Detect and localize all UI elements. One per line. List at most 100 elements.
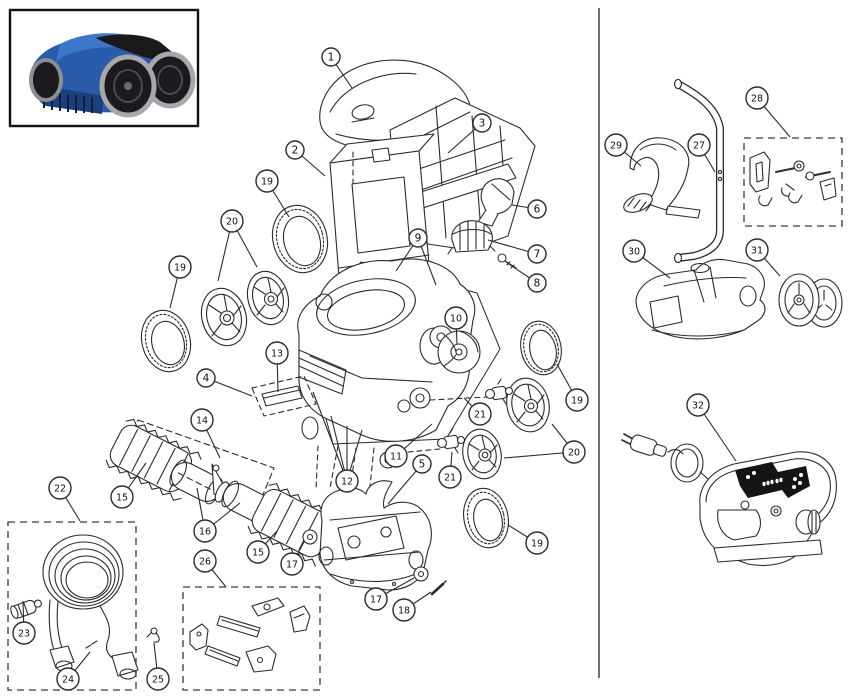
caddy-base-part xyxy=(635,258,766,340)
svg-text:14: 14 xyxy=(196,416,208,427)
svg-text:5: 5 xyxy=(419,459,426,471)
callout-15: 15 xyxy=(246,530,278,564)
cable-kit-box xyxy=(7,521,137,691)
impeller-part xyxy=(429,325,481,374)
svg-text:20: 20 xyxy=(568,448,580,459)
svg-text:19: 19 xyxy=(261,177,273,188)
callout-14: 14 xyxy=(190,408,221,459)
product-photo xyxy=(8,8,200,128)
power-supply-part xyxy=(621,433,837,567)
callout-16: 16 xyxy=(193,487,241,543)
callout-29: 29 xyxy=(604,133,642,167)
callout-4: 4 xyxy=(196,368,253,397)
scrubber-strip-part xyxy=(251,375,317,417)
mesh-screen-part xyxy=(447,220,496,255)
screw-part-8 xyxy=(497,253,517,269)
svg-text:28: 28 xyxy=(751,94,763,105)
main-body-part xyxy=(297,258,476,469)
svg-text:11: 11 xyxy=(390,452,402,463)
svg-text:20: 20 xyxy=(226,217,238,228)
washer-part-17-right xyxy=(413,566,429,582)
hardware-kit-box xyxy=(743,137,843,227)
svg-text:17: 17 xyxy=(286,560,298,571)
caddy-wheels-part xyxy=(778,273,843,328)
filter-canister-part xyxy=(329,133,435,278)
svg-text:23: 23 xyxy=(18,629,30,640)
wheel-left-a xyxy=(200,287,248,347)
callout-32: 32 xyxy=(686,393,737,462)
svg-text:9: 9 xyxy=(415,233,422,245)
svg-text:6: 6 xyxy=(534,204,541,216)
hardware-kit-parts xyxy=(749,151,837,207)
callout-31: 31 xyxy=(745,238,781,277)
svg-text:4: 4 xyxy=(203,373,210,385)
callout-28: 28 xyxy=(745,86,791,138)
wheel-left-b xyxy=(246,270,290,326)
pin-part-18 xyxy=(430,580,447,596)
callout-3: 3 xyxy=(447,113,492,154)
callout-15: 15 xyxy=(110,462,147,509)
callout-19: 19 xyxy=(168,255,192,309)
callout-18: 18 xyxy=(392,591,432,622)
svg-text:31: 31 xyxy=(751,246,763,257)
wear-parts xyxy=(189,597,311,673)
cable-connector-part-23 xyxy=(10,599,42,619)
callout-12: 12 xyxy=(312,391,363,493)
tire-top-left xyxy=(271,204,329,274)
callout-19: 19 xyxy=(255,169,290,218)
callout-11: 11 xyxy=(384,423,433,468)
caddy-handle-part xyxy=(623,137,701,219)
callout-20: 20 xyxy=(503,423,586,464)
axle-hub-upper xyxy=(429,378,514,405)
svg-text:24: 24 xyxy=(62,675,74,686)
caddy-tube-part xyxy=(674,78,724,264)
svg-text:22: 22 xyxy=(54,484,66,495)
callout-1: 1 xyxy=(321,47,353,89)
svg-text:13: 13 xyxy=(271,349,283,360)
svg-text:7: 7 xyxy=(534,249,541,261)
brush-shaft-a xyxy=(169,459,223,505)
svg-text:17: 17 xyxy=(370,595,382,606)
svg-text:29: 29 xyxy=(610,141,622,152)
callout-17: 17 xyxy=(364,577,415,611)
nozzle-cone-part xyxy=(477,178,515,227)
svg-text:16: 16 xyxy=(199,527,211,538)
callout-19: 19 xyxy=(556,363,589,412)
svg-text:21: 21 xyxy=(474,410,486,421)
svg-text:27: 27 xyxy=(693,141,705,152)
callout-30: 30 xyxy=(622,239,671,279)
svg-text:3: 3 xyxy=(479,118,486,130)
floating-cable-part xyxy=(42,534,139,680)
callout-20: 20 xyxy=(217,209,258,282)
axle-hub-lower xyxy=(407,427,466,454)
svg-text:21: 21 xyxy=(444,473,456,484)
callout-5: 5 xyxy=(387,454,432,505)
svg-text:8: 8 xyxy=(534,278,541,290)
callout-10: 10 xyxy=(444,306,468,345)
callout-27: 27 xyxy=(687,133,716,173)
tire-right-lower xyxy=(463,487,509,549)
callout-7: 7 xyxy=(487,239,547,264)
callout-9: 9 xyxy=(395,228,437,286)
svg-text:30: 30 xyxy=(628,247,640,258)
callout-26: 26 xyxy=(193,549,227,588)
clip-part-25 xyxy=(146,627,160,643)
callout-19: 19 xyxy=(507,524,549,555)
svg-text:1: 1 xyxy=(328,52,335,64)
svg-text:15: 15 xyxy=(116,493,128,504)
callout-22: 22 xyxy=(48,476,81,522)
tire-far-left xyxy=(140,309,192,373)
callout-2: 2 xyxy=(285,140,326,177)
callout-17: 17 xyxy=(280,541,305,576)
svg-text:15: 15 xyxy=(252,548,264,559)
svg-text:2: 2 xyxy=(292,145,299,157)
svg-text:26: 26 xyxy=(199,557,211,568)
callout-6: 6 xyxy=(511,199,547,219)
wheel-right-b xyxy=(462,428,502,480)
lower-housing-part xyxy=(318,480,432,591)
callout-13: 13 xyxy=(265,341,289,393)
callout-8: 8 xyxy=(505,261,547,293)
svg-text:19: 19 xyxy=(174,263,186,274)
svg-text:25: 25 xyxy=(152,675,164,686)
